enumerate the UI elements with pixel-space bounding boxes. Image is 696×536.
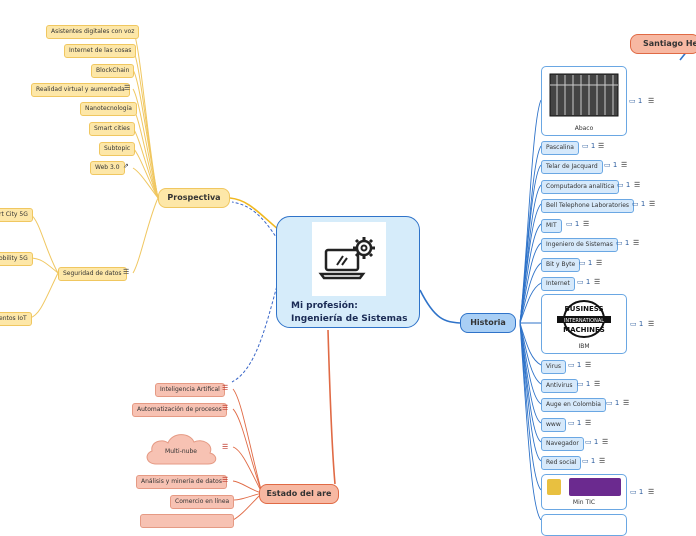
historia-item[interactable]: Pascalina (541, 141, 579, 155)
estado-item[interactable]: Automatización de procesos (132, 403, 227, 417)
historia-image-node-partial[interactable] (541, 514, 627, 536)
note-icon[interactable]: ☰ (222, 384, 229, 392)
historia-image-node[interactable]: Abaco (541, 66, 627, 136)
note-icon[interactable]: ☰ (623, 399, 630, 407)
note-icon[interactable]: ☰ (602, 438, 609, 446)
comment-icon[interactable]: ▭ 1 (617, 181, 631, 189)
historia-item[interactable]: Computadora analítica (541, 180, 620, 194)
svg-text:MACHINES: MACHINES (563, 326, 605, 334)
comment-icon[interactable]: ▭ 1 (579, 259, 593, 267)
estado-item[interactable]: Inteligencia Artifical (155, 383, 225, 397)
cloud-icon (146, 434, 217, 465)
prospectiva-item[interactable]: Realidad virtual y aumentada (31, 83, 130, 97)
seguridad-child[interactable]: rt City 5G (0, 208, 33, 222)
historia-item-label: IBM (578, 343, 590, 350)
note-icon[interactable]: ☰ (222, 404, 229, 412)
comment-icon[interactable]: ▭ 1 (582, 457, 596, 465)
note-icon[interactable]: ☰ (222, 443, 229, 451)
historia-item[interactable]: www (541, 418, 566, 432)
note-icon[interactable]: ☰ (585, 419, 592, 427)
note-icon[interactable]: ☰ (594, 278, 601, 286)
historia-item[interactable]: Telar de Jacquard (541, 160, 603, 174)
branch-estado[interactable]: Estado del are (259, 484, 339, 504)
prospectiva-item[interactable]: Web 3.0 (90, 161, 125, 175)
seguridad-child[interactable]: entos IoT (0, 312, 32, 326)
estado-cloud[interactable]: Multi-nube (140, 428, 222, 468)
comment-icon[interactable]: ▭ 1 (585, 438, 599, 446)
historia-item[interactable]: Internet (541, 277, 575, 291)
historia-item[interactable]: Red social (541, 456, 582, 470)
external-link-icon[interactable]: ⇗ (123, 162, 129, 170)
ibm-business-machines-icon: BUSINESS INTERNATIONAL MACHINES (557, 300, 611, 338)
note-icon[interactable]: ☰ (594, 380, 601, 388)
historia-item[interactable]: Auge en Colombia (541, 398, 606, 412)
historia-item[interactable]: Bell Telephone Laboratories (541, 199, 635, 213)
estado-item-partial[interactable] (140, 514, 234, 528)
central-title-line2: Ingeniería de Sistemas (291, 314, 408, 324)
abacus-icon (549, 73, 619, 117)
branch-prospectiva[interactable]: Prospectiva (158, 188, 230, 208)
historia-item[interactable]: MIT (541, 219, 562, 233)
note-icon[interactable]: ☰ (648, 97, 655, 105)
comment-icon[interactable]: ▭ 1 (568, 419, 582, 427)
laptop-gear-icon (318, 237, 375, 280)
estado-item[interactable]: Comercio en línea (170, 495, 235, 509)
svg-text:BUSINESS: BUSINESS (564, 305, 603, 313)
note-icon[interactable]: ☰ (596, 259, 603, 267)
note-icon[interactable]: ☰ (649, 200, 656, 208)
comment-icon[interactable]: ▭ 1 (566, 220, 580, 228)
prospectiva-item[interactable]: Asistentes digitales con voz (46, 25, 140, 39)
mintic-logo (547, 478, 621, 496)
historia-item[interactable]: Navegador (541, 437, 584, 451)
estado-item[interactable]: Análisis y minería de datos (136, 475, 227, 489)
historia-item[interactable]: Bit y Byte (541, 258, 581, 272)
prospectiva-item[interactable]: Nanotecnología (80, 102, 137, 116)
historia-item[interactable]: Antivirus (541, 379, 578, 393)
prospectiva-item[interactable]: BlockChain (91, 64, 135, 78)
branch-santiago[interactable]: Santiago Hen (630, 34, 696, 54)
comment-icon[interactable]: ▭ 1 (577, 278, 591, 286)
comment-icon[interactable]: ▭ 1 (577, 380, 591, 388)
note-icon[interactable]: ☰ (222, 476, 229, 484)
comment-icon[interactable]: ▭ 1 (606, 399, 620, 407)
note-icon[interactable]: ☰ (634, 181, 641, 189)
branch-historia[interactable]: Historia (460, 313, 516, 333)
comment-icon[interactable]: ▭ 1 (582, 142, 596, 150)
note-icon[interactable]: ☰ (621, 161, 628, 169)
note-icon[interactable]: ☰ (599, 457, 606, 465)
historia-item[interactable]: Ingeniero de Sistemas (541, 238, 618, 252)
comment-icon[interactable]: ▭ 1 (616, 239, 630, 247)
historia-item-label: Min TIC (572, 499, 596, 506)
note-icon[interactable]: ☰ (648, 488, 655, 496)
prospectiva-item[interactable]: Subtopic (99, 142, 136, 156)
comment-icon[interactable]: ▭ 1 (630, 320, 644, 328)
laptop-gear-image (312, 222, 386, 296)
note-icon[interactable]: ☰ (633, 239, 640, 247)
historia-item-label: Abaco (574, 125, 594, 132)
comment-icon[interactable]: ▭ 1 (630, 488, 644, 496)
note-icon[interactable]: ☰ (124, 84, 131, 92)
seguridad-child[interactable]: obility 5G (0, 252, 33, 266)
seguridad-datos[interactable]: Seguridad de datos (58, 267, 127, 281)
central-topic[interactable]: Mi profesión: Ingeniería de Sistemas (276, 216, 420, 328)
note-icon[interactable]: ☰ (123, 268, 130, 276)
prospectiva-item[interactable]: Internet de las cosas (64, 44, 137, 58)
prospectiva-item[interactable]: Smart cities (89, 122, 135, 136)
historia-image-node[interactable]: Min TIC (541, 474, 627, 510)
comment-icon[interactable]: ▭ 1 (632, 200, 646, 208)
comment-icon[interactable]: ▭ 1 (604, 161, 618, 169)
note-icon[interactable]: ☰ (648, 320, 655, 328)
estado-item-label: Multi-nube (165, 448, 197, 455)
central-title-line1: Mi profesión: (291, 301, 358, 311)
historia-image-node[interactable]: BUSINESS INTERNATIONAL MACHINES IBM (541, 294, 627, 354)
note-icon[interactable]: ☰ (598, 142, 605, 150)
note-icon[interactable]: ☰ (583, 220, 590, 228)
comment-icon[interactable]: ▭ 1 (568, 361, 582, 369)
svg-text:INTERNATIONAL: INTERNATIONAL (564, 318, 604, 324)
historia-item[interactable]: Virus (541, 360, 567, 374)
comment-icon[interactable]: ▭ 1 (629, 97, 643, 105)
note-icon[interactable]: ☰ (585, 361, 592, 369)
